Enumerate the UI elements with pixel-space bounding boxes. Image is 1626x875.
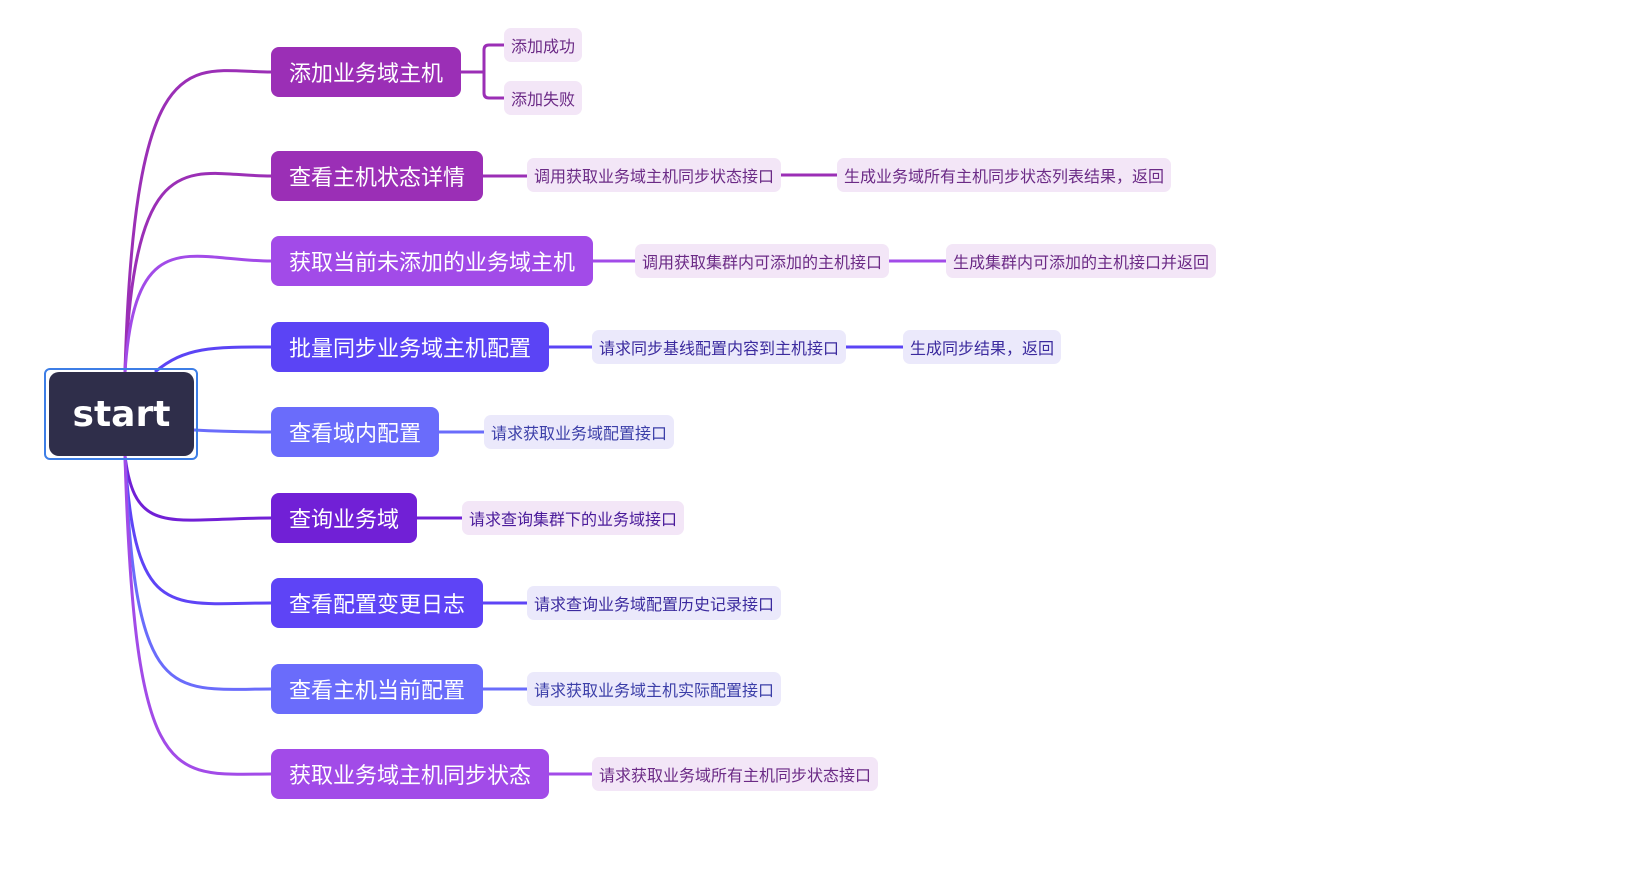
branch-label: 查看域内配置 [289, 422, 422, 447]
connector-root-branch [123, 69, 272, 373]
leaf-label: 请求查询集群下的业务域接口 [469, 510, 678, 529]
leaf-label: 请求获取业务域配置接口 [491, 424, 668, 443]
leaf-node[interactable]: 调用获取集群内可添加的主机接口 [635, 244, 890, 278]
leaf-label: 添加成功 [511, 37, 576, 56]
connector-root-branch [123, 455, 272, 606]
leaf-node[interactable]: 请求同步基线配置内容到主机接口 [592, 330, 847, 364]
leaf-label: 调用获取业务域主机同步状态接口 [534, 167, 775, 186]
branch-label: 查看主机状态详情 [289, 166, 466, 191]
connector-root-branch [123, 455, 272, 691]
leaf-node[interactable]: 生成同步结果，返回 [903, 330, 1062, 364]
connector-root-branch [193, 428, 272, 434]
leaf-node[interactable]: 添加失败 [504, 81, 583, 115]
leaf-label: 请求获取业务域所有主机同步状态接口 [599, 766, 872, 785]
leaf-label: 生成同步结果，返回 [910, 339, 1055, 358]
leaf-label: 调用获取集群内可添加的主机接口 [642, 253, 883, 272]
branch-label: 添加业务域主机 [289, 62, 444, 87]
leaf-label: 添加失败 [511, 90, 576, 109]
connector-branch-leaf [482, 43, 504, 100]
leaf-node[interactable]: 调用获取业务域主机同步状态接口 [527, 158, 782, 192]
branch-node-view-domain-config[interactable]: 查看域内配置 [271, 407, 440, 457]
branch-node-add-host[interactable]: 添加业务域主机 [271, 47, 462, 97]
connector-root-branch [123, 455, 272, 522]
branch-node-config-change-log[interactable]: 查看配置变更日志 [271, 578, 484, 628]
leaf-node[interactable]: 请求获取业务域配置接口 [484, 415, 675, 449]
branch-node-get-unadded-hosts[interactable]: 获取当前未添加的业务域主机 [271, 236, 594, 286]
branch-node-host-sync-status[interactable]: 获取业务域主机同步状态 [271, 749, 550, 799]
branch-label: 获取当前未添加的业务域主机 [289, 251, 576, 276]
branch-label: 批量同步业务域主机配置 [289, 337, 532, 362]
leaf-node[interactable]: 请求查询集群下的业务域接口 [462, 501, 685, 535]
leaf-node[interactable]: 生成集群内可添加的主机接口并返回 [946, 244, 1217, 278]
leaf-node[interactable]: 请求获取业务域所有主机同步状态接口 [592, 757, 879, 791]
connector-root-branch [123, 254, 272, 373]
connector-root-branch [123, 171, 272, 373]
connector-root-branch [123, 455, 272, 776]
branch-node-batch-sync-config[interactable]: 批量同步业务域主机配置 [271, 322, 550, 372]
leaf-label: 请求获取业务域主机实际配置接口 [534, 681, 775, 700]
leaf-node[interactable]: 请求查询业务域配置历史记录接口 [527, 586, 782, 620]
leaf-label: 请求查询业务域配置历史记录接口 [534, 595, 775, 614]
branch-node-host-current-config[interactable]: 查看主机当前配置 [271, 664, 484, 714]
leaf-label: 请求同步基线配置内容到主机接口 [599, 339, 840, 358]
branch-label: 查看配置变更日志 [289, 593, 466, 618]
leaf-node[interactable]: 添加成功 [504, 28, 583, 62]
root-node[interactable]: start [49, 372, 194, 456]
root-label: start [72, 393, 171, 435]
leaf-label: 生成集群内可添加的主机接口并返回 [953, 253, 1210, 272]
branch-label: 获取业务域主机同步状态 [289, 764, 532, 789]
branch-node-query-domain[interactable]: 查询业务域 [271, 493, 418, 543]
leaf-label: 生成业务域所有主机同步状态列表结果，返回 [844, 167, 1165, 186]
branch-label: 查询业务域 [289, 508, 400, 533]
branch-node-host-status-detail[interactable]: 查看主机状态详情 [271, 151, 484, 201]
leaf-node[interactable]: 生成业务域所有主机同步状态列表结果，返回 [837, 158, 1172, 192]
root-selection-frame [44, 368, 198, 460]
connector-root-branch [154, 345, 272, 374]
branch-label: 查看主机当前配置 [289, 679, 466, 704]
leaf-node[interactable]: 请求获取业务域主机实际配置接口 [527, 672, 782, 706]
